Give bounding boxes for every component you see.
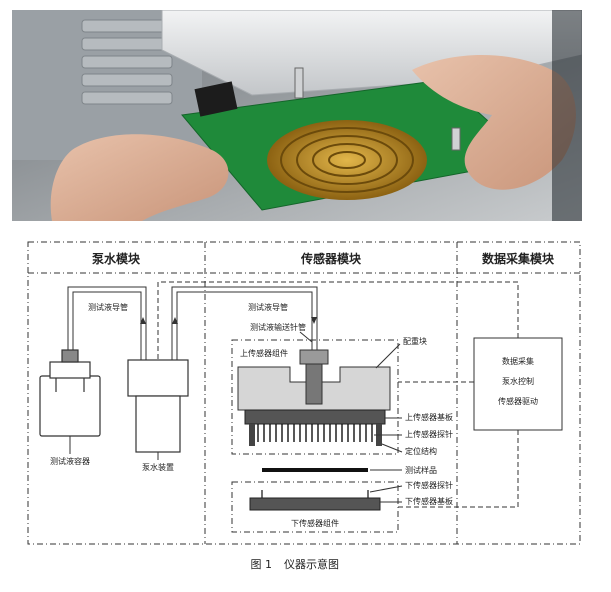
label-upper-assembly: 上传感器组件	[240, 348, 288, 358]
upper-board	[244, 409, 386, 425]
caption-fig: 图 1	[251, 558, 273, 571]
needle-assembly	[299, 349, 329, 405]
pump-device	[127, 359, 189, 453]
link-daq-lower	[398, 430, 519, 508]
left-hand	[50, 134, 229, 221]
test-sample	[262, 468, 368, 472]
lower-board	[249, 497, 381, 511]
schematic-diagram: 泵水模块 传感器模块 数据采集模块 测试液容器 泵水装置 测试液导管 测试液导管…	[27, 241, 581, 571]
label-upper-probe: 上传感器探针	[405, 429, 453, 439]
label-tube-right: 测试液导管	[248, 302, 288, 312]
header-daq-module: 数据采集模块	[482, 251, 555, 266]
upper-probes	[257, 424, 373, 442]
label-counterweight: 配重块	[403, 336, 427, 346]
label-lower-board: 下传感器基板	[405, 496, 453, 506]
label-sample: 测试样品	[405, 465, 437, 475]
outer-frame	[27, 241, 581, 545]
label-positioning: 定位结构	[405, 446, 437, 456]
daq-line2: 泵水控制	[502, 376, 534, 386]
label-lower-assembly: 下传感器组件	[291, 518, 339, 528]
probe-array	[267, 120, 427, 200]
caption-title: 仪器示意图	[284, 557, 339, 571]
connector	[194, 81, 238, 117]
label-tube-left: 测试液导管	[88, 302, 128, 312]
liquid-container	[39, 349, 101, 437]
upper-assembly-frame	[231, 339, 399, 455]
tube-left	[67, 286, 147, 360]
label-lower-probe: 下传感器探针	[405, 480, 453, 490]
right-hand	[412, 55, 576, 190]
tube-right	[171, 286, 318, 360]
label-container: 测试液容器	[50, 456, 90, 466]
label-needle-tube: 测试液输送针管	[250, 322, 306, 332]
positioning-structure	[249, 424, 382, 446]
daq-line3: 传感器驱动	[498, 396, 538, 406]
header-pump-module: 泵水模块	[92, 251, 141, 266]
header-sensor-module: 传感器模块	[300, 251, 362, 266]
label-pump: 泵水装置	[142, 462, 174, 472]
instrument-photo	[12, 10, 582, 221]
daq-line1: 数据采集	[502, 356, 534, 366]
label-upper-board: 上传感器基板	[405, 412, 453, 422]
link-daq-pump	[157, 281, 519, 360]
lower-probes	[261, 490, 369, 498]
